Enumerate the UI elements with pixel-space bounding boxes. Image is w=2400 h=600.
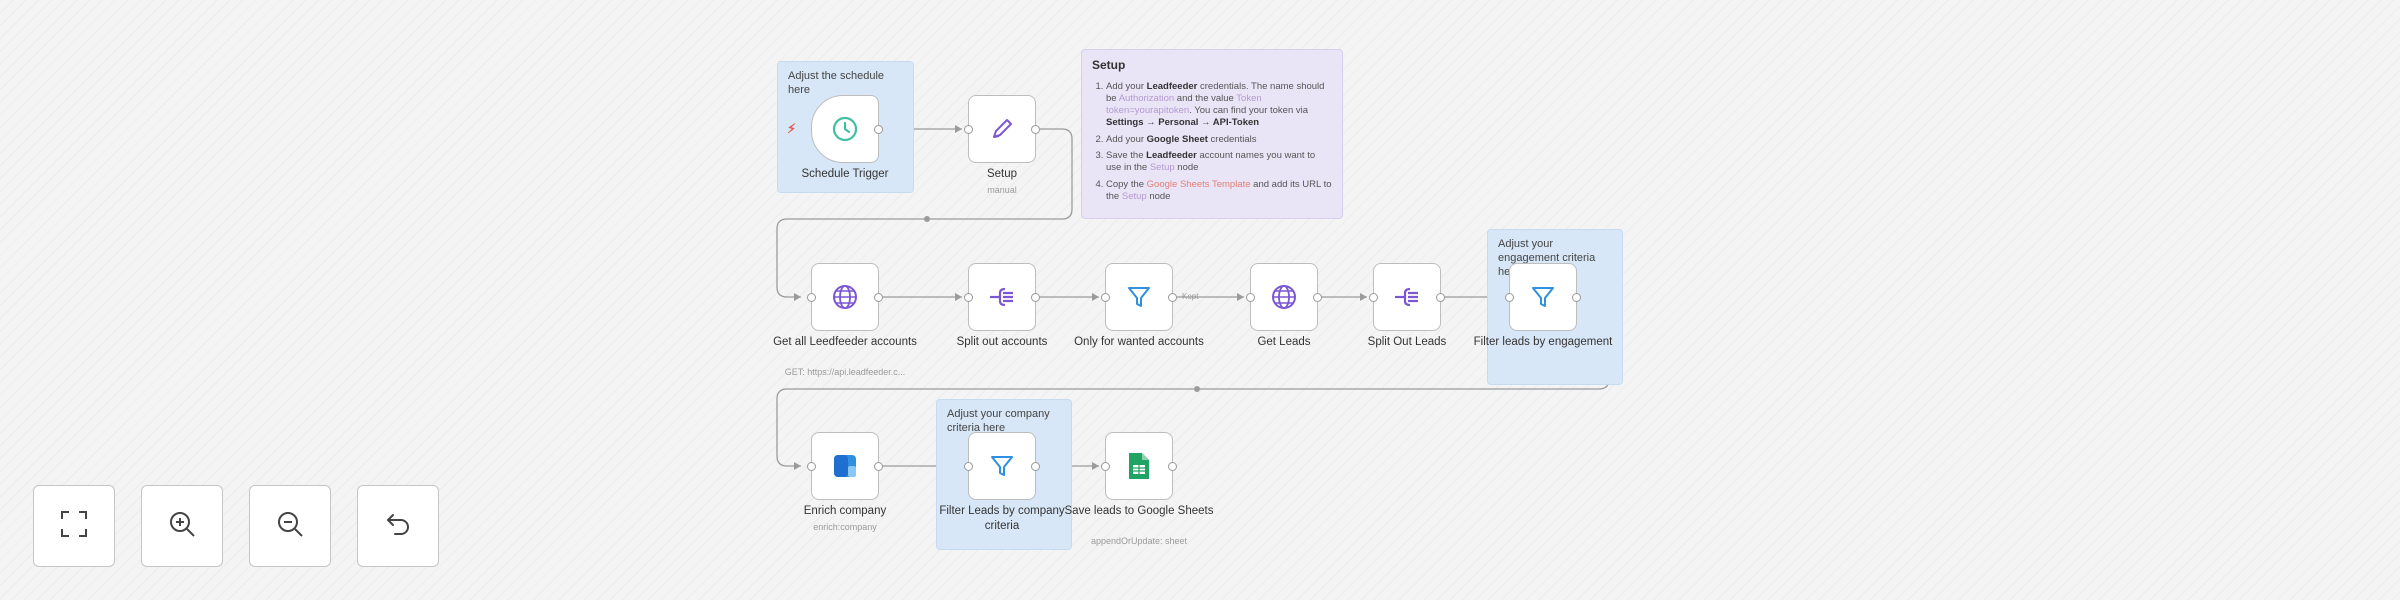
sticky-note-title: Setup bbox=[1092, 58, 1126, 72]
zoom-out-button[interactable] bbox=[249, 485, 331, 567]
clock-icon bbox=[831, 115, 859, 143]
input-port[interactable] bbox=[807, 462, 816, 471]
reset-zoom-icon bbox=[383, 509, 413, 544]
input-port[interactable] bbox=[1101, 462, 1110, 471]
reset-zoom-button[interactable] bbox=[357, 485, 439, 567]
node-filter-leads-by-engagement[interactable] bbox=[1505, 263, 1581, 331]
pencil-icon bbox=[988, 115, 1016, 143]
arrow-enrich bbox=[794, 462, 801, 470]
arrow-splitaccounts bbox=[955, 293, 962, 301]
node-label: Filter leads by engagement bbox=[1473, 336, 1613, 348]
node-subtitle: appendOrUpdate: sheet bbox=[1090, 536, 1188, 546]
google-sheets-template-link[interactable]: Google Sheets Template bbox=[1146, 179, 1251, 191]
arrow-setup bbox=[955, 125, 962, 133]
output-port[interactable] bbox=[1313, 293, 1322, 302]
output-port[interactable] bbox=[1572, 293, 1581, 302]
output-port[interactable] bbox=[874, 462, 883, 471]
zoom-in-button[interactable] bbox=[141, 485, 223, 567]
edge-filterengagement-enrich bbox=[776, 296, 1610, 467]
sticky-note-text: Adjust the schedule here bbox=[788, 70, 885, 96]
node-schedule-trigger[interactable] bbox=[811, 95, 883, 163]
node-only-for-wanted-accounts[interactable] bbox=[1101, 263, 1177, 331]
node-filter-leads-by-company-criteria[interactable] bbox=[964, 432, 1040, 500]
input-port[interactable] bbox=[1369, 293, 1378, 302]
zoom-in-icon bbox=[167, 509, 197, 544]
node-label: Split Out Leads bbox=[1367, 336, 1447, 348]
output-port[interactable] bbox=[1031, 125, 1040, 134]
sticky-note-setup[interactable]: Setup Add your Leadfeeder credentials. T… bbox=[1081, 49, 1343, 219]
output-port[interactable] bbox=[1031, 462, 1040, 471]
node-label: Get Leads bbox=[1257, 336, 1311, 348]
input-port[interactable] bbox=[807, 293, 816, 302]
zoom-out-icon bbox=[275, 509, 305, 544]
sticky-note-text: Adjust your company criteria here bbox=[947, 408, 1050, 434]
arrow-getaccounts bbox=[794, 293, 801, 301]
setup-step: Add your Google Sheet credentials bbox=[1106, 134, 1332, 146]
setup-step: Add your Leadfeeder credentials. The nam… bbox=[1106, 81, 1332, 129]
arrow-getleads bbox=[1237, 293, 1244, 301]
node-label: Split out accounts bbox=[956, 336, 1048, 348]
node-label: Filter Leads by company criteria bbox=[939, 505, 1065, 532]
node-label: Enrich company bbox=[803, 505, 887, 517]
node-split-out-accounts[interactable] bbox=[964, 263, 1040, 331]
node-label: Save leads to Google Sheets bbox=[1064, 505, 1214, 517]
node-label: Only for wanted accounts bbox=[1074, 336, 1204, 348]
clearbit-icon bbox=[831, 452, 859, 480]
node-enrich-company[interactable] bbox=[807, 432, 883, 500]
input-port[interactable] bbox=[964, 293, 973, 302]
trigger-bolt-icon: ⚡︎ bbox=[787, 121, 797, 136]
google-sheets-icon bbox=[1127, 451, 1151, 481]
output-port[interactable] bbox=[1168, 293, 1177, 302]
node-subtitle: enrich:company bbox=[813, 522, 877, 532]
split-icon bbox=[987, 283, 1017, 311]
node-split-out-leads[interactable] bbox=[1369, 263, 1445, 331]
output-port[interactable] bbox=[874, 293, 883, 302]
output-port[interactable] bbox=[1031, 293, 1040, 302]
sticky-note-schedule[interactable]: Adjust the schedule here bbox=[777, 61, 914, 193]
node-subtitle: manual bbox=[987, 185, 1017, 195]
output-port[interactable] bbox=[874, 125, 883, 134]
input-port[interactable] bbox=[964, 462, 973, 471]
arrow-onlywanted bbox=[1092, 293, 1099, 301]
edge-midpoint-handle bbox=[924, 216, 930, 222]
globe-icon bbox=[1270, 283, 1298, 311]
arrow-save bbox=[1092, 462, 1099, 470]
edge-label-kept: Kept bbox=[1182, 292, 1199, 301]
node-setup[interactable] bbox=[964, 95, 1040, 163]
node-label: Schedule Trigger bbox=[801, 168, 889, 180]
setup-step: Copy the Google Sheets Template and add … bbox=[1106, 179, 1332, 203]
node-get-leads[interactable] bbox=[1246, 263, 1322, 331]
node-save-leads-to-google-sheets[interactable] bbox=[1101, 432, 1177, 500]
setup-steps-list: Add your Leadfeeder credentials. The nam… bbox=[1092, 81, 1332, 203]
split-icon bbox=[1392, 283, 1422, 311]
input-port[interactable] bbox=[964, 125, 973, 134]
input-port[interactable] bbox=[1246, 293, 1255, 302]
input-port[interactable] bbox=[1101, 293, 1110, 302]
filter-icon bbox=[1125, 283, 1153, 311]
globe-icon bbox=[831, 283, 859, 311]
edge-midpoint-handle bbox=[1194, 386, 1200, 392]
output-port[interactable] bbox=[1436, 293, 1445, 302]
setup-step: Save the Leadfeeder account names you wa… bbox=[1106, 150, 1332, 174]
node-subtitle: GET: https://api.leadfeeder.c... bbox=[784, 367, 906, 377]
node-label: Setup bbox=[986, 168, 1018, 180]
input-port[interactable] bbox=[1505, 293, 1514, 302]
node-label: Get all Leedfeeder accounts bbox=[773, 336, 917, 348]
node-get-all-leadfeeder-accounts[interactable] bbox=[807, 263, 883, 331]
fit-view-button[interactable] bbox=[33, 485, 115, 567]
filter-icon bbox=[988, 452, 1016, 480]
arrow-splitleads bbox=[1360, 293, 1367, 301]
output-port[interactable] bbox=[1168, 462, 1177, 471]
filter-icon bbox=[1529, 283, 1557, 311]
fit-view-icon bbox=[59, 509, 89, 544]
